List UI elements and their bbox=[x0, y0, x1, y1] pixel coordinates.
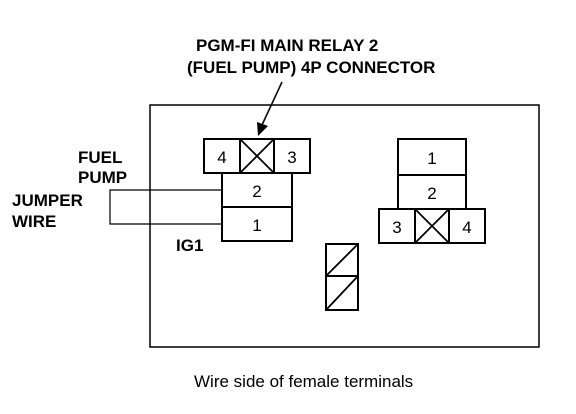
left-pin-2-label: 2 bbox=[252, 182, 261, 201]
connector-latch bbox=[325, 243, 359, 311]
right-terminal-group: 1 2 3 4 bbox=[378, 138, 486, 244]
right-pin-4-cell bbox=[448, 208, 486, 244]
left-pin-1-cell bbox=[221, 206, 293, 242]
jumper-wire bbox=[109, 189, 222, 225]
left-terminal-group: 4 3 2 1 bbox=[203, 138, 311, 242]
title-line-1: PGM-FI MAIN RELAY 2 bbox=[196, 36, 378, 55]
right-pin-4-label: 4 bbox=[462, 218, 471, 237]
title-leader-arrow bbox=[257, 81, 283, 136]
connector-outline bbox=[149, 104, 540, 348]
ig1-label: IG1 bbox=[176, 236, 203, 255]
jumper-wire-label-line-2: WIRE bbox=[12, 212, 56, 231]
left-pin-3-label: 3 bbox=[287, 148, 296, 167]
right-pin-2-label: 2 bbox=[427, 184, 436, 203]
right-pin-3-cell bbox=[378, 208, 416, 244]
right-pin-1-label: 1 bbox=[427, 149, 436, 168]
diagram-caption: Wire side of female terminals bbox=[194, 372, 413, 391]
jumper-wire-label-line-1: JUMPER bbox=[12, 191, 83, 210]
right-pin-3-label: 3 bbox=[392, 218, 401, 237]
left-pin-2-cell bbox=[221, 172, 293, 208]
fuel-pump-label-line-1: FUEL bbox=[78, 148, 122, 167]
fuel-pump-label-line-2: PUMP bbox=[78, 168, 127, 187]
left-pin-4-label: 4 bbox=[217, 148, 226, 167]
left-pin-3-cell bbox=[273, 138, 311, 174]
left-pin-1-label: 1 bbox=[252, 216, 261, 235]
title-line-2: (FUEL PUMP) 4P CONNECTOR bbox=[187, 58, 435, 77]
